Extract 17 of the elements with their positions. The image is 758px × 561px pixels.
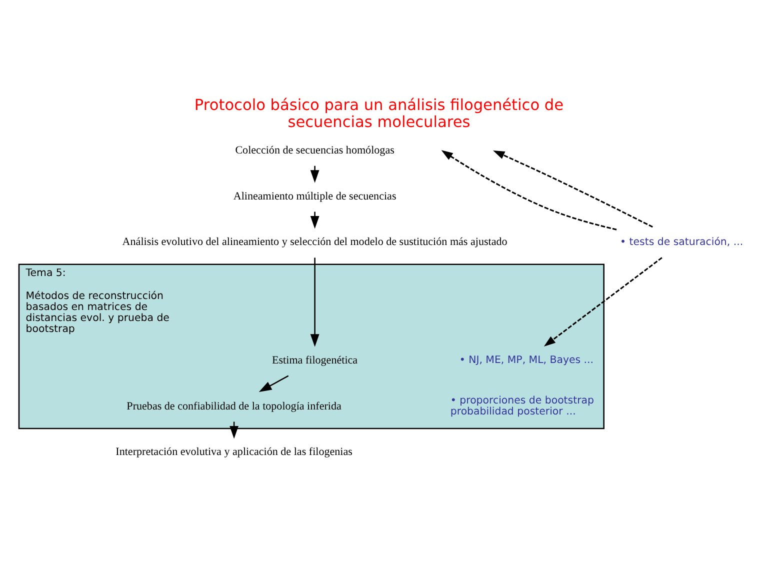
node-text: • tests de saturación, ... [620, 236, 744, 248]
arrow [310, 257, 320, 346]
arrow [544, 256, 662, 346]
node-text: Colección de secuencias homólogas [235, 144, 394, 156]
diagram-title: Protocolo básico para un análisis filogenético de secuencias moleculares [194, 96, 564, 131]
node-text: Interpretación evolutiva y aplicación de las filogenias [116, 446, 352, 458]
arrow [441, 150, 617, 230]
node-text: Estima filogenética [272, 354, 358, 366]
node-text: Alineamiento múltiple de secuencias [233, 190, 396, 202]
arrow [310, 211, 320, 228]
arrow [258, 374, 289, 392]
node-text: Pruebas de confiabilidad de la topología inferida [126, 400, 342, 412]
node-text: Análisis evolutivo del alineamiento y selección del modelo de sustitución más ajustado [122, 236, 508, 248]
node-text: • NJ, ME, MP, ML, Bayes ... [459, 354, 594, 366]
arrow [493, 150, 653, 228]
arrow [310, 165, 320, 182]
node-text: • proporciones de bootstrap probabilidad posterior ... [450, 395, 594, 418]
